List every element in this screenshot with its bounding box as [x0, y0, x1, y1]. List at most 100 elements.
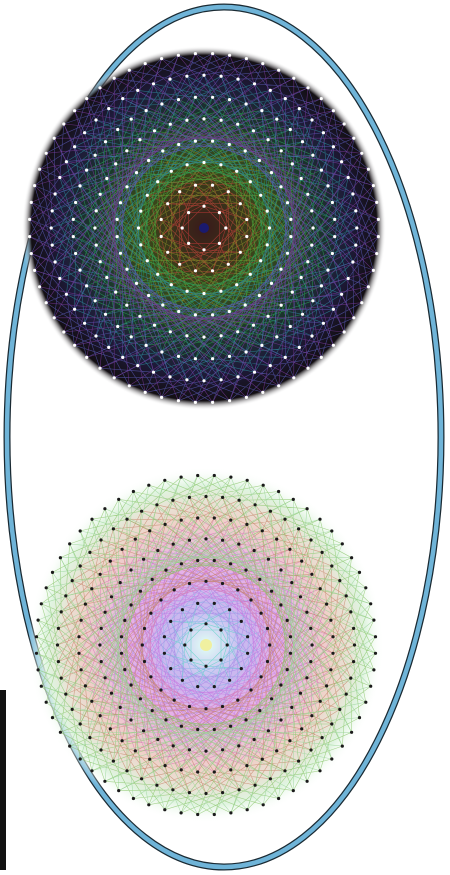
ring-2-node — [246, 652, 249, 655]
ring-7-node — [220, 75, 223, 78]
ring-7-node — [332, 308, 335, 311]
ring-7-node — [152, 371, 155, 374]
ring-4-node — [279, 268, 282, 271]
ring-7-node — [88, 551, 91, 554]
ring-3-node — [235, 170, 238, 173]
ring-2-node — [196, 685, 199, 688]
ring-2-node — [245, 235, 248, 238]
ring-7-node — [56, 643, 59, 646]
ring-7-node — [269, 510, 272, 513]
ring-6-node — [261, 529, 264, 532]
ring-7-node — [238, 788, 241, 791]
ring-4-node — [211, 140, 214, 143]
ring-8-node — [306, 86, 309, 89]
ring-6-node — [134, 749, 137, 752]
ring-8-node — [367, 168, 370, 171]
ring-7-node — [60, 610, 63, 613]
ring-7-node — [202, 74, 205, 77]
ring-3-node — [204, 707, 207, 710]
ring-8-node — [228, 399, 231, 402]
ring-3-node — [249, 598, 252, 601]
ring-4-node — [213, 728, 216, 731]
ring-8-node — [374, 635, 377, 638]
ring-7-node — [269, 364, 272, 367]
ring-3-node — [159, 598, 162, 601]
ring-8-node — [68, 745, 71, 748]
ring-6-node — [116, 325, 119, 328]
ring-6-node — [329, 619, 332, 622]
ring-7-node — [353, 643, 356, 646]
ring-8-node — [330, 529, 333, 532]
ring-5-node — [188, 539, 191, 542]
ring-8-node — [277, 384, 280, 387]
ring-8-node — [73, 344, 76, 347]
ring-7-node — [99, 538, 102, 541]
ring-2-node — [239, 251, 242, 254]
ring-6-node — [289, 128, 292, 131]
ring-7-node — [309, 748, 312, 751]
bottom-figure-center — [200, 639, 212, 651]
ring-5-node — [299, 595, 302, 598]
ring-4-node — [286, 252, 289, 255]
ring-6-node — [78, 184, 81, 187]
ring-6-node — [245, 764, 248, 767]
ring-5-node — [253, 738, 256, 741]
ring-7-node — [221, 791, 224, 794]
ring-8-node — [53, 316, 56, 319]
ring-5-node — [114, 291, 117, 294]
ring-8-node — [318, 769, 321, 772]
ring-7-node — [51, 209, 54, 212]
ring-7-node — [79, 564, 82, 567]
ring-4-node — [119, 252, 122, 255]
ring-4-node — [135, 282, 138, 285]
ring-2-node — [166, 251, 169, 254]
ring-7-node — [54, 192, 57, 195]
ring-1-node — [226, 643, 229, 646]
ring-8-node — [364, 701, 367, 704]
ring-4-node — [258, 709, 261, 712]
ring-5-node — [138, 138, 141, 141]
ring-4-node — [289, 218, 292, 221]
ring-4-node — [119, 201, 122, 204]
ring-7-node — [340, 293, 343, 296]
ring-6-node — [326, 184, 329, 187]
ring-3-node — [236, 699, 239, 702]
ring-5-node — [309, 627, 312, 630]
ring-5-node — [105, 276, 108, 279]
ring-1-node — [218, 211, 221, 214]
ring-8-node — [40, 602, 43, 605]
ring-8-node — [332, 344, 335, 347]
left-edge-bar — [0, 690, 6, 870]
ring-6-node — [130, 118, 133, 121]
ring-3-node — [202, 161, 205, 164]
ring-3-node — [266, 243, 269, 246]
ring-8-node — [35, 652, 38, 655]
ring-1-node — [204, 622, 207, 625]
ring-6-node — [245, 102, 248, 105]
ring-8-node — [90, 518, 93, 521]
ring-6-node — [211, 96, 214, 99]
ring-7-node — [351, 260, 354, 263]
ring-6-node — [148, 529, 151, 532]
ring-4-node — [244, 149, 247, 152]
ring-7-node — [185, 378, 188, 381]
ring-2-node — [160, 235, 163, 238]
ring-4-node — [289, 652, 292, 655]
ring-8-node — [213, 813, 216, 816]
ring-2-node — [178, 263, 181, 266]
ring-8-node — [160, 57, 163, 60]
ring-8-node — [352, 137, 355, 140]
ring-7-node — [71, 708, 74, 711]
ring-7-node — [322, 131, 325, 134]
ring-7-node — [94, 118, 97, 121]
ring-5-node — [156, 549, 159, 552]
ring-8-node — [177, 54, 180, 57]
ring-3-node — [188, 705, 191, 708]
ring-8-node — [45, 586, 48, 589]
ring-4-node — [211, 313, 214, 316]
ring-8-node — [33, 269, 36, 272]
ring-8-node — [113, 77, 116, 80]
ring-6-node — [160, 350, 163, 353]
ring-8-node — [306, 367, 309, 370]
